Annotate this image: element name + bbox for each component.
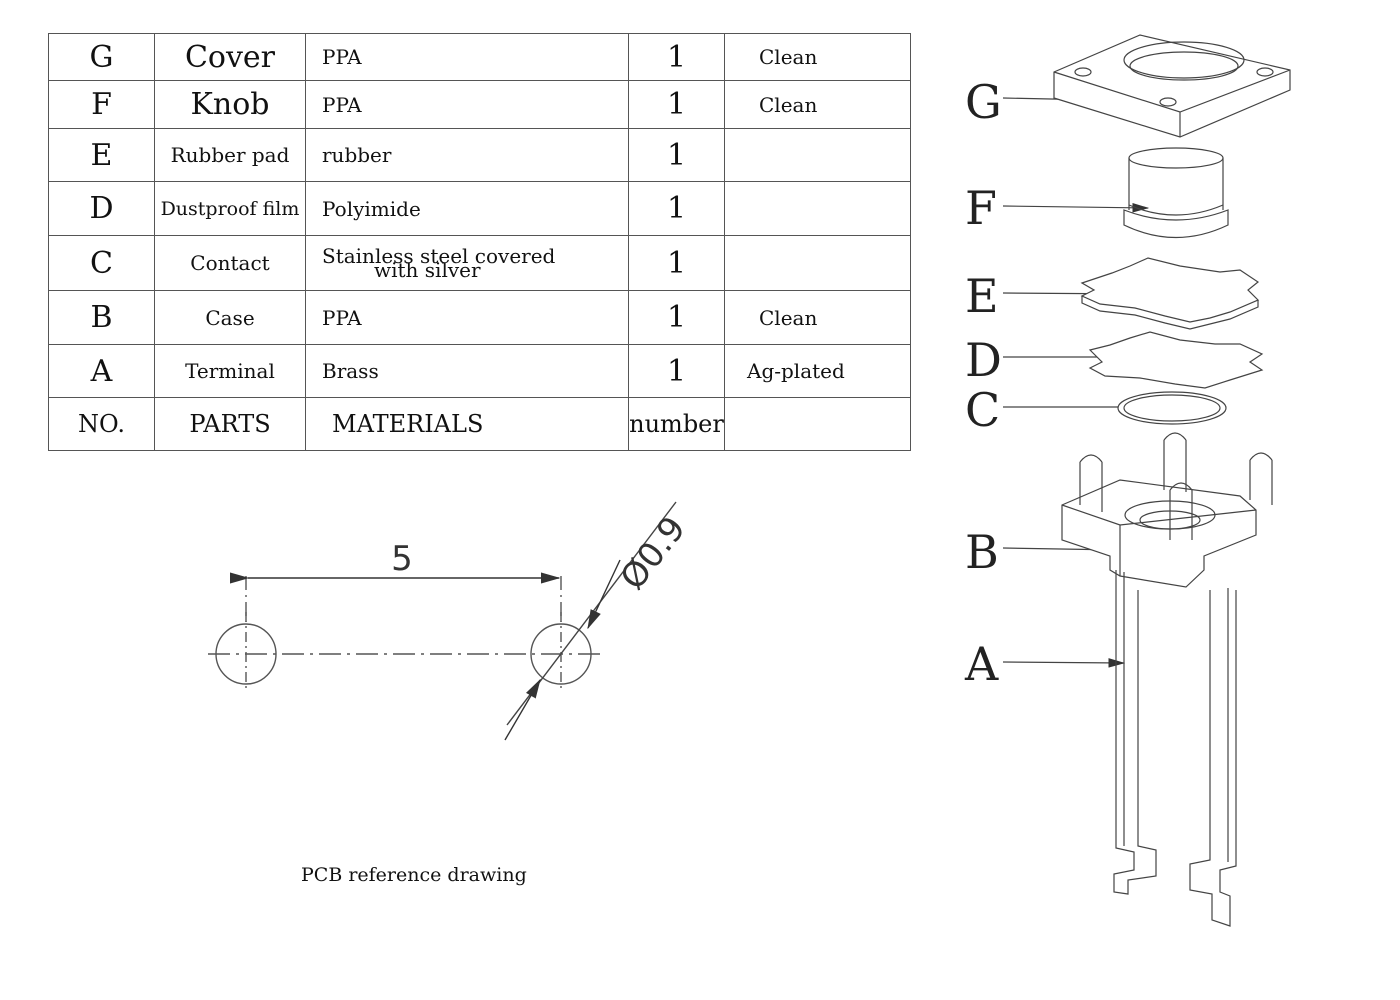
part-material: rubber [305, 128, 629, 182]
table-row: C Contact Stainless steel covered with s… [48, 235, 911, 291]
pcb-reference-drawing: 5 Ø0.9 [208, 501, 694, 741]
part-material: Brass [305, 344, 629, 398]
dustproof-film-part [1088, 331, 1264, 389]
part-name: Rubber pad [154, 128, 306, 182]
part-no: B [48, 290, 155, 345]
part-material: PPA [305, 290, 629, 345]
part-no: G [48, 33, 155, 81]
part-note [724, 128, 911, 182]
part-no: C [48, 235, 155, 291]
part-material: Polyimide [305, 181, 629, 236]
case-part [1061, 432, 1273, 588]
label-g: G [965, 75, 1002, 129]
part-material: Stainless steel covered with silver [305, 235, 629, 291]
header-note [724, 397, 911, 451]
label-a: A [964, 637, 999, 691]
cover-part [1053, 34, 1291, 138]
header-no: NO. [48, 397, 155, 451]
part-material-line2: with silver [374, 258, 481, 282]
part-no: D [48, 181, 155, 236]
knob-part [1123, 147, 1229, 238]
label-d: D [965, 333, 1002, 387]
header-number: number [628, 397, 725, 451]
rubber-pad-part [1080, 257, 1260, 330]
part-number: 1 [628, 80, 725, 129]
label-b: B [965, 525, 999, 579]
part-name: Knob [154, 80, 306, 129]
part-number: 1 [628, 128, 725, 182]
part-number: 1 [628, 344, 725, 398]
part-name: Cover [154, 33, 306, 81]
table-row: G Cover PPA 1 Clean [48, 33, 911, 81]
terminal-part [1113, 570, 1237, 927]
part-no: E [48, 128, 155, 182]
contact-part [1117, 391, 1227, 425]
part-no: A [48, 344, 155, 398]
pcb-caption: PCB reference drawing [301, 864, 527, 886]
part-name: Terminal [154, 344, 306, 398]
label-c: C [965, 383, 1000, 437]
header-materials: MATERIALS [305, 397, 629, 451]
part-number: 1 [628, 290, 725, 345]
label-e: E [965, 269, 999, 323]
part-number: 1 [628, 181, 725, 236]
header-parts: PARTS [154, 397, 306, 451]
table-row: B Case PPA 1 Clean [48, 290, 911, 345]
parts-table: G Cover PPA 1 Clean F Knob PPA 1 Clean E… [48, 33, 911, 451]
part-note: Clean [724, 80, 911, 129]
label-f: F [965, 181, 997, 235]
spacing-value: 5 [391, 539, 413, 579]
part-name: Case [154, 290, 306, 345]
table-row: E Rubber pad rubber 1 [48, 128, 911, 182]
table-header-row: NO. PARTS MATERIALS number [48, 397, 911, 451]
part-number: 1 [628, 235, 725, 291]
part-material-line1: Stainless steel covered [322, 244, 556, 268]
